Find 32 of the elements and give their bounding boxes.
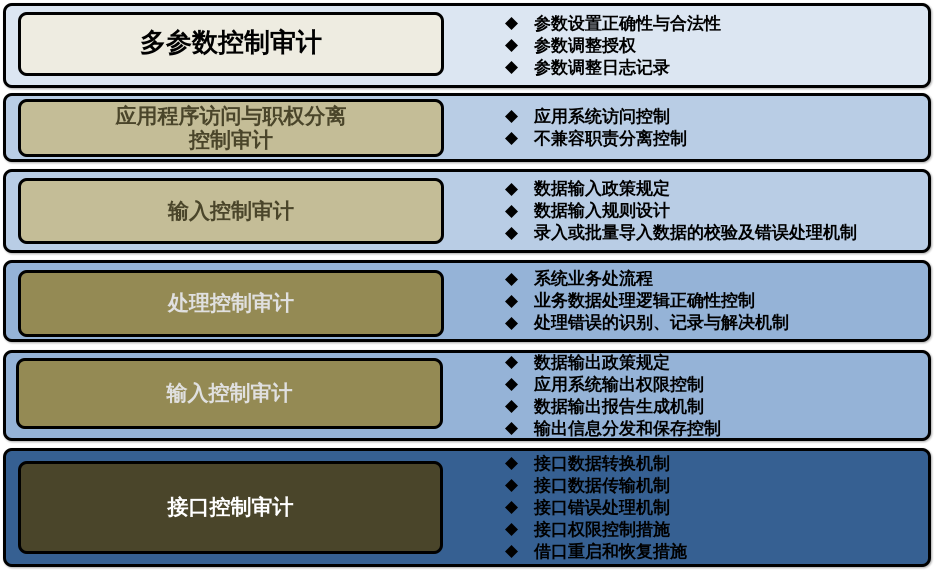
list-item-text: 接口数据转换机制 <box>534 452 670 474</box>
list-item-text: 接口数据传输机制 <box>534 474 670 496</box>
list-item-text: 输出信息分发和保存控制 <box>534 418 721 440</box>
list-item-text: 应用系统输出权限控制 <box>534 374 704 396</box>
audit-category-box: 接口控制审计 <box>18 461 443 554</box>
category-band <box>3 350 931 441</box>
audit-category-box: 多参数控制审计 <box>18 12 444 76</box>
list-item-text: 数据输出政策规定 <box>534 352 670 374</box>
list-item-text: 处理错误的识别、记录与解决机制 <box>534 312 789 334</box>
list-item-text: 参数调整日志记录 <box>534 56 670 78</box>
audit-category-box: 输入控制审计 <box>16 358 443 429</box>
list-item-text: 不兼容职责分离控制 <box>534 128 687 150</box>
list-item-text: 参数调整授权 <box>534 34 636 56</box>
list-item-text: 应用系统访问控制 <box>534 106 670 128</box>
category-band <box>3 3 931 88</box>
audit-category-box: 处理控制审计 <box>18 270 444 337</box>
list-item-text: 数据输入规则设计 <box>534 200 670 222</box>
list-item-text: 数据输出报告生成机制 <box>534 396 704 418</box>
category-band <box>3 260 931 342</box>
audit-category-box: 应用程序访问与职权分离控制审计 <box>18 99 444 157</box>
list-item-text: 接口错误处理机制 <box>534 496 670 518</box>
list-item-text: 录入或批量导入数据的校验及错误处理机制 <box>534 222 857 244</box>
list-item-text: 业务数据处理逻辑正确性控制 <box>534 290 755 312</box>
list-item-text: 数据输入政策规定 <box>534 178 670 200</box>
category-band <box>3 93 931 162</box>
audit-category-box: 输入控制审计 <box>18 178 444 244</box>
list-item-text: 系统业务处流程 <box>534 268 653 290</box>
category-band <box>3 169 931 253</box>
list-item-text: 接口权限控制措施 <box>534 518 670 540</box>
list-item-text: 借口重启和恢复措施 <box>534 540 687 562</box>
list-item-text: 参数设置正确性与合法性 <box>534 12 721 34</box>
category-band <box>3 448 931 567</box>
